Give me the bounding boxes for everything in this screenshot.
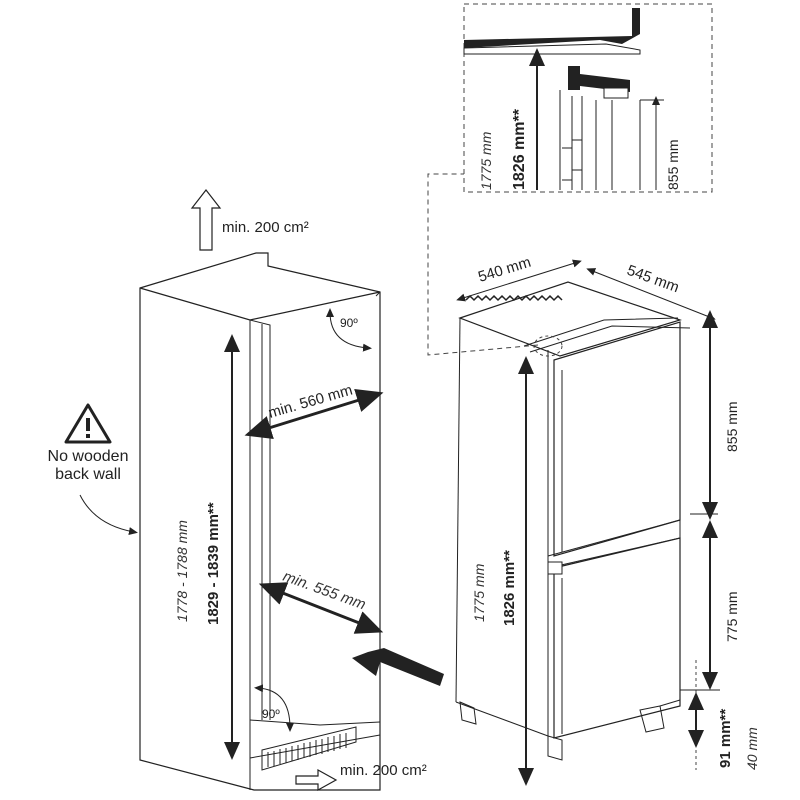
detail-height-a: 1775 mm bbox=[478, 131, 494, 190]
vent-bottom-arrow-icon bbox=[295, 768, 338, 792]
vent-bottom-label: min. 200 cm² bbox=[340, 762, 427, 779]
appliance-width-label: 540 mm bbox=[476, 254, 533, 286]
detail-height-b: 1826 mm** bbox=[511, 108, 528, 190]
angle-bottom-label: 90º bbox=[262, 707, 280, 721]
lower-door-label: 775 mm bbox=[724, 591, 740, 642]
warning-line1: No wooden bbox=[48, 448, 129, 465]
warning-pointer bbox=[79, 494, 138, 536]
base-height-b: 40 mm bbox=[744, 727, 760, 770]
niche-height-range-a: 1778 - 1788 mm bbox=[174, 520, 190, 622]
niche-height-range-b: 1829 - 1839 mm** bbox=[205, 502, 222, 625]
vent-grille bbox=[267, 733, 347, 767]
fridge-appliance bbox=[455, 281, 691, 761]
base-height-a: 91 mm** bbox=[717, 709, 734, 768]
warning-line2: back wall bbox=[55, 466, 121, 483]
detail-door-label: 855 mm bbox=[665, 139, 681, 190]
appliance-width-arrow bbox=[456, 259, 582, 302]
angle-arc-top bbox=[326, 308, 372, 352]
vent-top-label: min. 200 cm² bbox=[222, 219, 309, 236]
hinge-detail-inset bbox=[463, 3, 713, 193]
vent-top-arrow-icon bbox=[190, 189, 222, 251]
insert-direction-arrow-icon bbox=[352, 648, 444, 686]
niche-width-bottom-label: min. 555 mm bbox=[281, 568, 368, 614]
niche-width-bottom-arrow bbox=[258, 582, 384, 634]
appliance-depth-label: 545 mm bbox=[625, 262, 682, 297]
niche-width-top-arrow bbox=[244, 388, 384, 440]
upper-door-label: 855 mm bbox=[724, 401, 740, 452]
detail-leader bbox=[427, 173, 539, 356]
angle-arc-bottom bbox=[254, 684, 294, 732]
appliance-height-a: 1775 mm bbox=[471, 563, 487, 622]
warning-triangle-icon bbox=[64, 403, 112, 444]
appliance-height-b: 1826 mm** bbox=[501, 550, 518, 626]
angle-top-label: 90º bbox=[340, 316, 358, 330]
appliance-depth-arrow bbox=[586, 268, 716, 320]
